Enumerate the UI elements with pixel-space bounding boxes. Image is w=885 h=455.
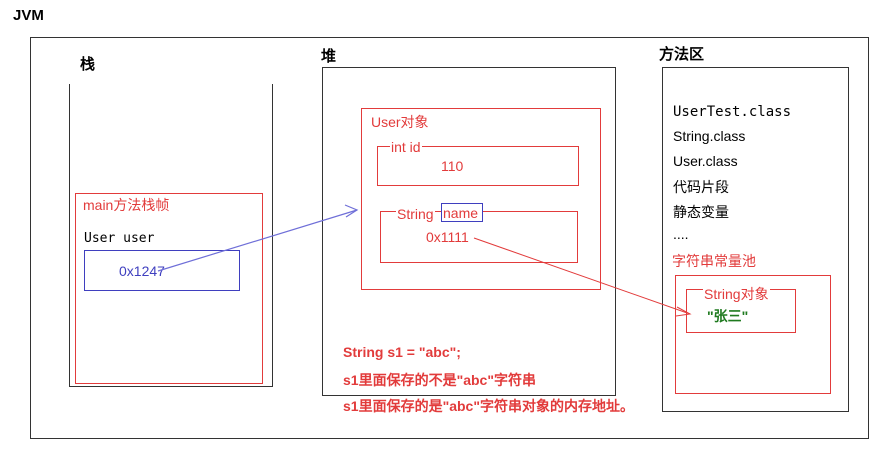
heap-label: 堆 (321, 48, 337, 65)
method-item-code-segment: 代码片段 (673, 179, 729, 195)
field-name-highlight: name (441, 203, 483, 222)
method-item-string-class: String.class (673, 128, 746, 144)
arrow-name-to-string (473, 237, 691, 315)
main-frame-label: main方法栈帧 (83, 197, 170, 213)
user-variable-decl: User user (84, 231, 155, 246)
field-id-label: int id (390, 139, 422, 155)
jvm-frame (30, 37, 869, 439)
user-variable-box: 0x1247 (84, 250, 240, 291)
arrow-head-blue (344, 204, 359, 218)
method-item-static-vars: 静态变量 (673, 204, 729, 220)
field-name-box: String 0x1111 (380, 206, 578, 263)
note-line-1: String s1 = "abc"; (343, 344, 461, 360)
main-stack-frame: main方法栈帧 User user (75, 193, 263, 384)
string-pool (675, 275, 831, 394)
note-line-3: s1里面保存的是"abc"字符串对象的内存地址。 (343, 398, 634, 414)
note-line-2: s1里面保存的不是"abc"字符串 (343, 372, 536, 388)
method-item-usertest-class: UserTest.class (673, 104, 792, 120)
user-object: User对象 (361, 108, 601, 290)
heap-area (322, 67, 616, 396)
method-area-label: 方法区 (659, 46, 705, 63)
field-name-value: 0x1111 (426, 229, 469, 245)
field-id-value: 110 (441, 158, 464, 174)
method-item-ellipsis: .... (673, 226, 689, 242)
jvm-label: JVM (13, 7, 44, 24)
user-object-label: User对象 (371, 114, 429, 130)
arrow-user-to-object (157, 209, 358, 272)
string-pool-label: 字符串常量池 (672, 253, 756, 269)
string-value: "张三" (707, 308, 749, 324)
field-name-label: name (443, 205, 479, 221)
string-object: String对象 "张三" (686, 284, 796, 333)
method-area (662, 67, 849, 412)
stack-label: 栈 (80, 56, 96, 73)
field-name-type: String (396, 206, 435, 222)
method-item-user-class: User.class (673, 153, 738, 169)
user-variable-value: 0x1247 (119, 263, 165, 279)
string-object-label: String对象 (703, 284, 770, 304)
field-id-box: int id 110 (377, 139, 579, 186)
arrow-head-red (675, 306, 692, 317)
